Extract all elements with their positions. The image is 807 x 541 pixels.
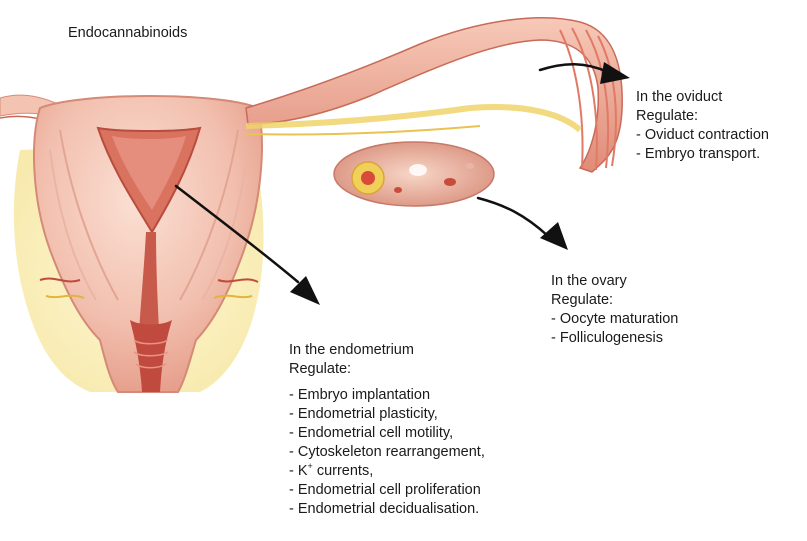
- oviduct-item: - Embryo transport.: [636, 145, 769, 164]
- arrow-to-ovary-icon: [478, 198, 548, 236]
- oviduct-label-block: In the oviduct Regulate: - Oviduct contr…: [636, 88, 769, 164]
- diagram-title: Endocannabinoids: [68, 24, 187, 43]
- endometrium-item: - Endometrial cell motility,: [289, 424, 485, 443]
- endometrium-item-k-currents: - K+ currents,: [289, 462, 485, 481]
- endometrium-item: - Embryo implantation: [289, 386, 485, 405]
- ovary-item: - Folliculogenesis: [551, 329, 678, 348]
- ovary-item: - Oocyte maturation: [551, 310, 678, 329]
- endometrium-item: - Cytoskeleton rearrangement,: [289, 443, 485, 462]
- endometrium-list: - Embryo implantation - Endometrial plas…: [289, 386, 485, 519]
- endometrium-item: - Endometrial decidualisation.: [289, 500, 485, 519]
- oviduct-heading: In the oviduct: [636, 88, 769, 107]
- ovary-label-block: In the ovary Regulate: - Oocyte maturati…: [551, 272, 678, 348]
- oviduct-regulate: Regulate:: [636, 107, 769, 126]
- endometrium-item: - Endometrial cell proliferation: [289, 481, 485, 500]
- k-suffix: currents,: [313, 463, 373, 479]
- endometrium-item: - Endometrial plasticity,: [289, 405, 485, 424]
- endometrium-regulate: Regulate:: [289, 360, 485, 379]
- k-prefix: - K: [289, 463, 308, 479]
- ovary-heading: In the ovary: [551, 272, 678, 291]
- oviduct-item: - Oviduct contraction: [636, 126, 769, 145]
- endometrium-heading: In the endometrium: [289, 341, 485, 360]
- arrowhead-ovary-icon: [540, 222, 568, 250]
- ovary-regulate: Regulate:: [551, 291, 678, 310]
- ovary-illustration: [334, 142, 494, 206]
- endometrium-label-block: In the endometrium Regulate: - Embryo im…: [289, 341, 485, 519]
